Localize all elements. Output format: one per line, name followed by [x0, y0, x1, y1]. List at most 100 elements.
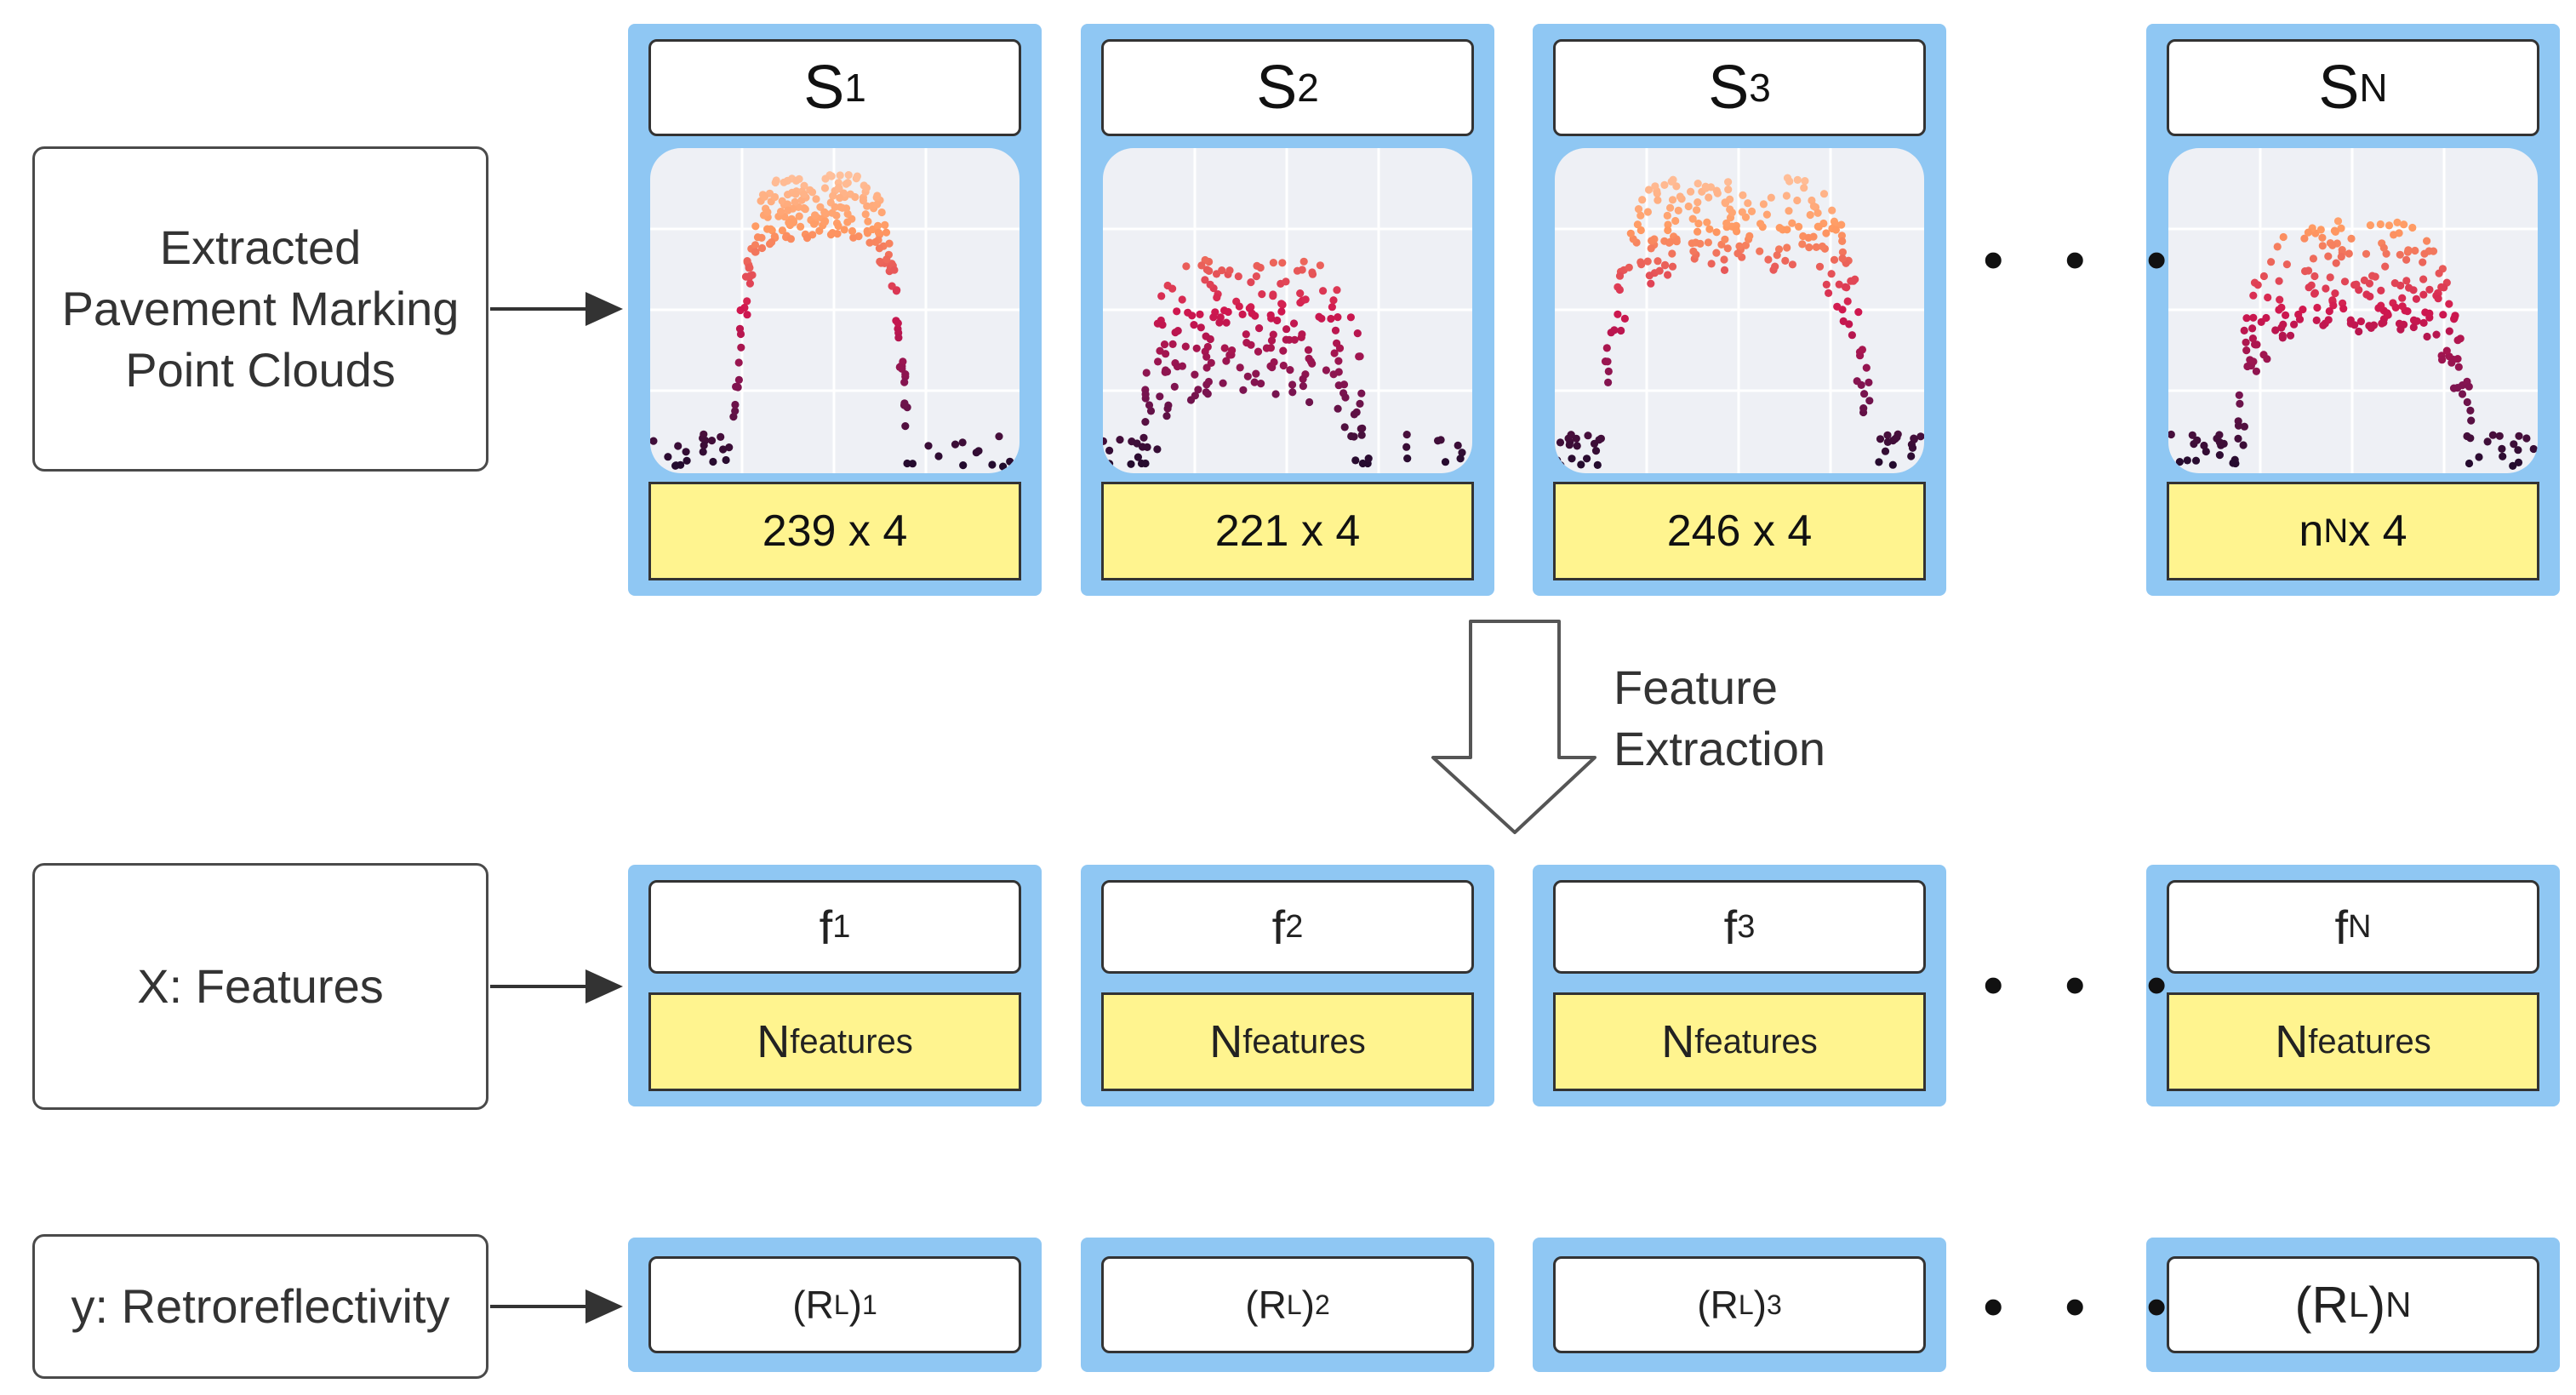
point-cloud-point: [1883, 437, 1892, 446]
point-cloud-point: [859, 197, 867, 205]
point-cloud-point: [1141, 459, 1150, 468]
point-cloud-point: [2409, 323, 2418, 332]
point-cloud-point: [2374, 304, 2383, 312]
point-cloud-point: [890, 266, 899, 274]
point-cloud-point: [2404, 246, 2413, 254]
point-cloud-point: [1583, 455, 1591, 463]
point-cloud-point: [1437, 436, 1445, 444]
point-cloud-point: [731, 400, 740, 409]
point-cloud-point: [1236, 363, 1244, 372]
point-cloud-point: [1202, 352, 1211, 361]
point-cloud-point: [1299, 374, 1307, 383]
point-cloud-point: [1773, 251, 1781, 260]
point-cloud-point: [1865, 378, 1873, 386]
point-cloud-point: [1103, 437, 1107, 445]
point-cloud-point: [1143, 443, 1151, 451]
point-cloud-point: [1257, 380, 1265, 388]
point-cloud-point: [1206, 334, 1214, 344]
point-cloud-point: [722, 455, 730, 465]
point-cloud-point: [1222, 357, 1231, 365]
point-cloud-point: [1694, 227, 1702, 236]
point-cloud-point: [871, 237, 880, 246]
point-cloud-point: [2467, 416, 2476, 425]
point-cloud-point: [903, 459, 911, 468]
point-cloud-point: [2282, 260, 2291, 269]
point-cloud-point: [1279, 346, 1288, 355]
point-cloud-point: [751, 248, 760, 256]
point-cloud-point: [1689, 247, 1698, 255]
point-cloud-point: [1793, 196, 1802, 205]
point-cloud-point: [2412, 294, 2420, 303]
point-cloud-point: [995, 432, 1003, 441]
point-cloud-point: [2313, 303, 2322, 312]
point-cloud-point: [791, 190, 800, 198]
point-cloud-plot: [1103, 148, 1472, 473]
point-cloud-point: [1759, 200, 1768, 209]
point-cloud-point: [1774, 245, 1784, 254]
point-cloud-point: [1651, 182, 1659, 191]
point-cloud-point: [1764, 255, 1773, 264]
point-cloud-point: [1353, 329, 1362, 338]
point-cloud-point: [1182, 262, 1191, 271]
point-cloud-point: [2451, 312, 2459, 320]
feature-count-letter: N: [1661, 1016, 1695, 1067]
point-cloud-point: [863, 202, 871, 210]
point-cloud-point: [836, 171, 844, 180]
point-cloud-point: [1654, 196, 1662, 204]
point-cloud-plot: [650, 148, 1020, 473]
point-cloud-point: [1859, 404, 1868, 413]
point-cloud-point: [1334, 313, 1342, 322]
point-cloud-point: [1590, 439, 1599, 448]
point-cloud-point: [2278, 334, 2287, 342]
point-cloud-point: [2396, 250, 2404, 259]
point-cloud-point: [2301, 267, 2310, 276]
point-cloud-point: [1908, 443, 1917, 452]
point-cloud-point: [2442, 346, 2451, 355]
point-cloud-point: [2402, 277, 2411, 285]
point-cloud-point: [894, 319, 902, 328]
point-cloud-point: [2465, 459, 2474, 468]
point-cloud-point: [1234, 272, 1242, 281]
point-cloud-point: [2175, 458, 2184, 466]
point-cloud-point: [1858, 346, 1866, 354]
point-cloud-point: [725, 443, 734, 452]
point-cloud-point: [999, 462, 1008, 471]
point-cloud-point: [1145, 401, 1154, 409]
point-cloud-point: [1848, 331, 1856, 340]
point-cloud-point: [1293, 266, 1302, 275]
point-cloud-point: [2483, 437, 2492, 446]
point-cloud-point: [1615, 272, 1625, 280]
point-cloud-point: [1854, 308, 1863, 317]
point-cloud-point: [1341, 393, 1350, 402]
point-cloud-point: [797, 196, 806, 204]
point-cloud-point: [1637, 260, 1646, 269]
point-cloud-point: [1782, 192, 1791, 200]
point-cloud-point: [736, 306, 745, 315]
point-cloud-point: [1876, 435, 1885, 443]
point-cloud-point: [1865, 397, 1874, 405]
point-cloud-point: [1860, 390, 1869, 398]
point-cloud-point: [1638, 196, 1647, 204]
feature-count-sub: features: [1694, 1022, 1818, 1061]
point-cloud-point: [2434, 294, 2442, 303]
point-cloud-point: [882, 255, 891, 264]
point-cloud-point: [1602, 344, 1611, 352]
point-cloud-point: [820, 184, 830, 192]
point-cloud-point: [2279, 320, 2288, 329]
point-cloud-point: [2188, 431, 2196, 439]
point-cloud-point: [1158, 321, 1167, 329]
point-cloud-point: [709, 457, 717, 466]
point-cloud-point: [1664, 271, 1672, 279]
dimension-prefix: n: [2299, 506, 2324, 556]
point-cloud-point: [924, 442, 933, 450]
point-cloud-point: [1591, 447, 1601, 455]
point-cloud-point: [2411, 246, 2419, 255]
point-cloud-point: [1645, 272, 1654, 280]
point-cloud-point: [2439, 311, 2447, 319]
point-cloud-plot: [1555, 148, 1924, 473]
point-cloud-point: [2183, 456, 2191, 465]
point-cloud-point: [934, 452, 943, 460]
point-cloud-point: [1157, 292, 1166, 300]
